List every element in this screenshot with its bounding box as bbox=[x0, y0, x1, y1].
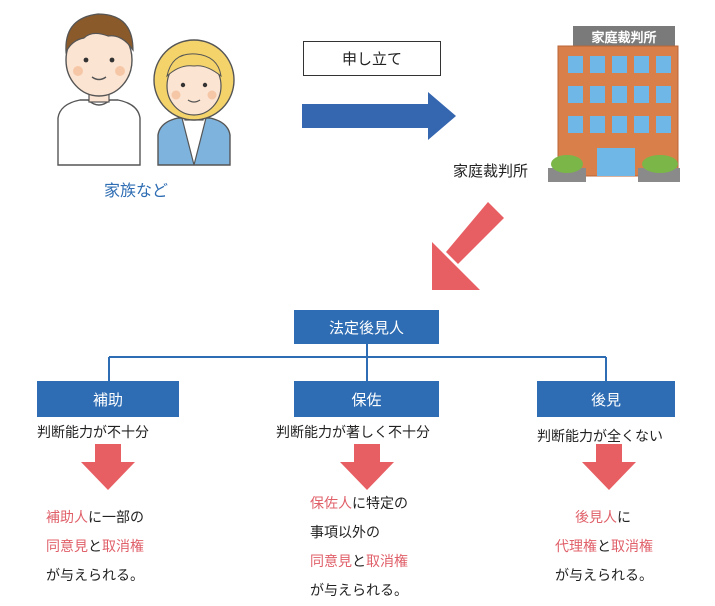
result-text: と bbox=[597, 539, 611, 555]
result-line: が与えられる。 bbox=[310, 577, 408, 606]
curatorship-result: 保佐人に特定の 事項以外の 同意見と取消権 が与えられる。 bbox=[310, 490, 408, 606]
assistance-result: 補助人に一部の 同意見と取消権 が与えられる。 bbox=[46, 504, 144, 591]
result-arrows bbox=[81, 444, 636, 490]
result-text: と bbox=[88, 539, 102, 555]
curatorship-box: 保佐 bbox=[294, 381, 439, 417]
result-term: 取消権 bbox=[611, 539, 653, 555]
result-line: 保佐人に特定の bbox=[310, 490, 408, 519]
assistance-box: 補助 bbox=[37, 381, 179, 417]
court-sign: 家庭裁判所 bbox=[591, 30, 657, 46]
petition-arrow bbox=[302, 92, 456, 140]
legal-guardian-box: 法定後見人 bbox=[294, 310, 439, 344]
result-line: 同意見と取消権 bbox=[310, 548, 408, 577]
result-term: 同意見 bbox=[46, 539, 88, 555]
result-line: 同意見と取消権 bbox=[46, 533, 144, 562]
result-term: 保佐人 bbox=[310, 496, 352, 512]
result-text: に特定の bbox=[352, 496, 408, 512]
result-line: 補助人に一部の bbox=[46, 504, 144, 533]
result-text: が与えられる。 bbox=[310, 583, 408, 599]
result-term: 取消権 bbox=[102, 539, 144, 555]
tree-connectors bbox=[108, 344, 607, 381]
result-text: が与えられる。 bbox=[555, 568, 653, 584]
appointment-arrow bbox=[432, 202, 504, 290]
result-term: 同意見 bbox=[310, 554, 352, 570]
result-text: 事項以外の bbox=[310, 525, 380, 541]
court-label: 家庭裁判所 bbox=[453, 162, 529, 180]
guardianship-condition: 判断能力が全くない bbox=[537, 429, 663, 445]
result-text: に bbox=[617, 510, 631, 526]
result-text: と bbox=[352, 554, 366, 570]
result-term: 後見人 bbox=[575, 510, 617, 526]
result-text: に一部の bbox=[88, 510, 144, 526]
result-term: 補助人 bbox=[46, 510, 88, 526]
petition-label: 申し立て bbox=[303, 41, 441, 76]
result-term: 取消権 bbox=[366, 554, 408, 570]
result-line: が与えられる。 bbox=[555, 562, 653, 591]
result-line: 代理権と取消権 bbox=[555, 533, 653, 562]
result-text: が与えられる。 bbox=[46, 568, 144, 584]
result-line: 事項以外の bbox=[310, 519, 408, 548]
assistance-condition: 判断能力が不十分 bbox=[37, 425, 149, 441]
result-term: 代理権 bbox=[555, 539, 597, 555]
man-illustration bbox=[57, 13, 141, 166]
guardianship-result: 後見人に 代理権と取消権 が与えられる。 bbox=[555, 504, 653, 591]
curatorship-condition: 判断能力が著しく不十分 bbox=[276, 425, 430, 441]
result-line: 後見人に bbox=[555, 504, 653, 533]
woman-illustration bbox=[153, 39, 235, 166]
result-line: が与えられる。 bbox=[46, 562, 144, 591]
applicant-label: 家族など bbox=[104, 181, 169, 200]
court-building-illustration bbox=[548, 26, 680, 182]
guardianship-box: 後見 bbox=[537, 381, 675, 417]
